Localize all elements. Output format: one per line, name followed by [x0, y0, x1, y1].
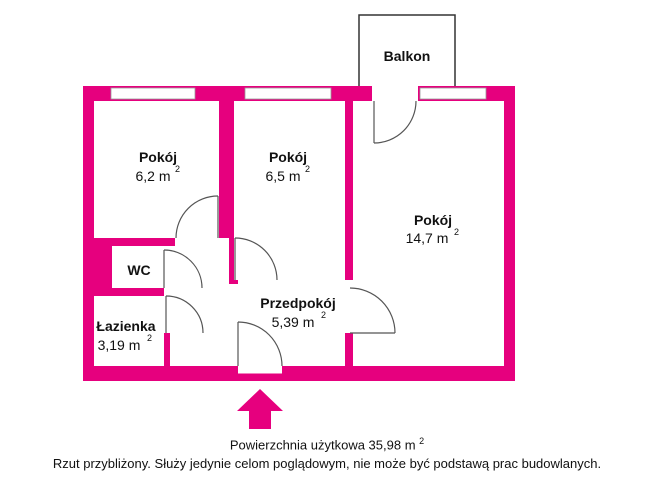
room-area: 6,5 m — [265, 168, 300, 184]
room-name: Przedpokój — [260, 295, 335, 311]
room-wc: WC — [127, 262, 150, 278]
room-name: Pokój — [139, 149, 177, 165]
room-area-sup: 2 — [175, 164, 180, 174]
room-area-sup: 2 — [147, 333, 152, 343]
total-area: Powierzchnia użytkowa 35,98 m 2 — [0, 436, 654, 452]
room-pokoj-1: Pokój 6,2 m 2 — [135, 149, 180, 184]
balcony: Balkon — [358, 14, 456, 88]
room-area: 5,39 m — [272, 314, 315, 330]
room-pokoj-3: Pokój 14,7 m 2 — [406, 212, 459, 246]
room-area: 3,19 m — [98, 337, 141, 353]
room-area: 14,7 m — [406, 230, 449, 246]
disclaimer: Rzut przybliżony. Służy jedynie celom po… — [52, 456, 602, 471]
room-area-sup: 2 — [321, 310, 326, 320]
room-name: Pokój — [414, 212, 452, 228]
windows — [110, 86, 487, 101]
room-name: Pokój — [269, 149, 307, 165]
doors — [163, 100, 417, 374]
room-lazienka: Łazienka 3,19 m 2 — [96, 318, 155, 353]
room-area-sup: 2 — [305, 164, 310, 174]
room-name: WC — [127, 262, 150, 278]
room-name: Łazienka — [96, 318, 155, 334]
total-area-sup: 2 — [419, 436, 425, 446]
balcony-label: Balkon — [384, 48, 431, 64]
room-area: 6,2 m — [135, 168, 170, 184]
total-area-text: Powierzchnia użytkowa 35,98 m — [229, 437, 416, 453]
room-pokoj-2: Pokój 6,5 m 2 — [265, 149, 310, 184]
room-przedpokoj: Przedpokój 5,39 m 2 — [260, 295, 335, 330]
entrance-arrow-icon — [237, 389, 283, 429]
room-area-sup: 2 — [454, 227, 459, 237]
